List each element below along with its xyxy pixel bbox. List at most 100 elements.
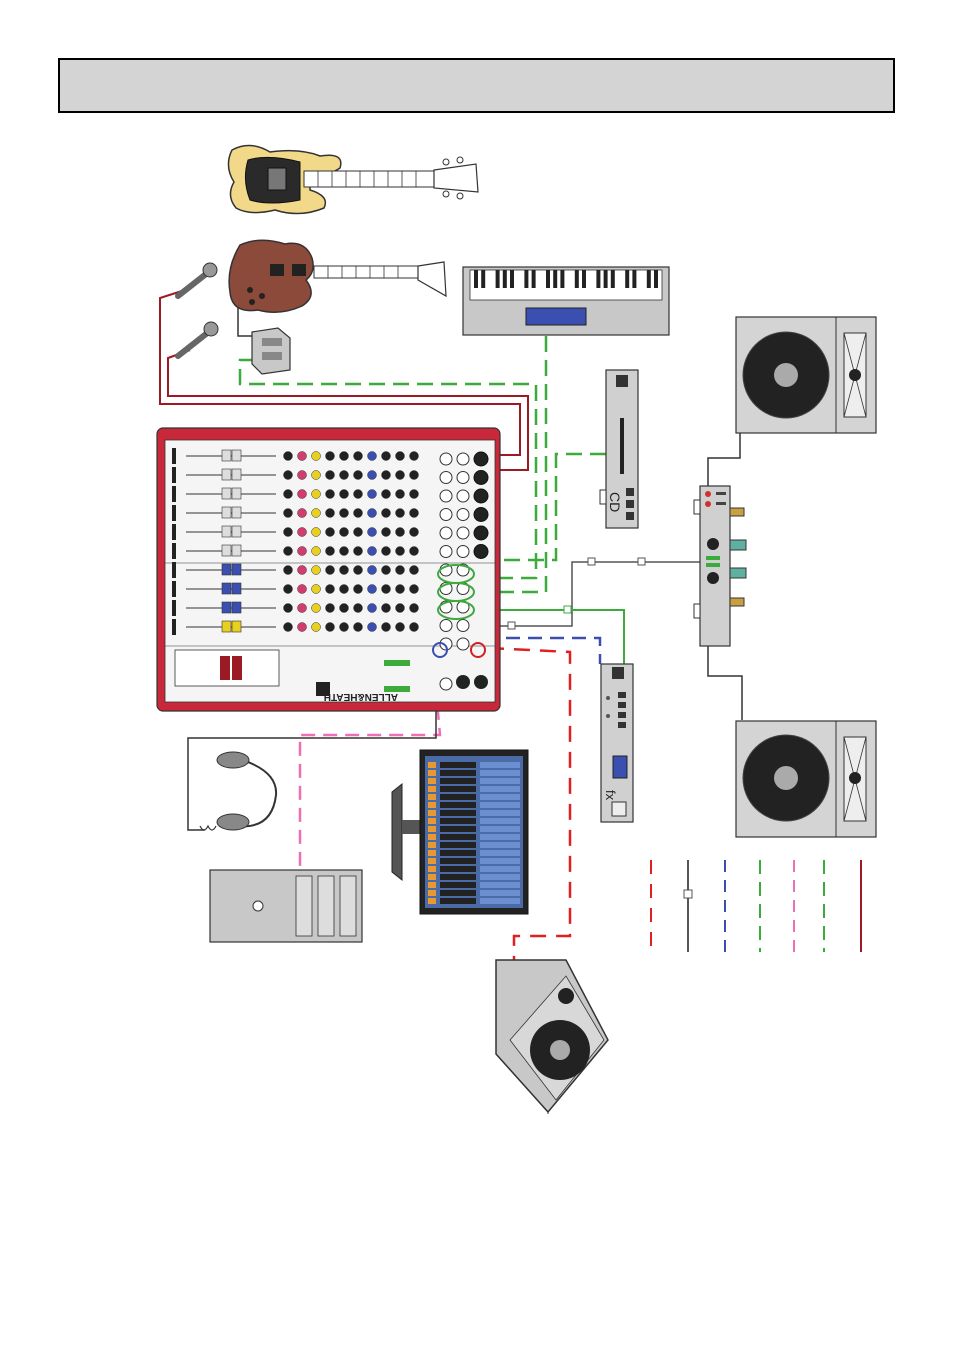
channel-knob[interactable] — [312, 471, 321, 480]
channel-knob[interactable] — [284, 471, 293, 480]
channel-knob[interactable] — [298, 509, 307, 518]
channel-knob[interactable] — [396, 547, 405, 556]
channel-knob[interactable] — [368, 490, 377, 499]
channel-knob[interactable] — [298, 623, 307, 632]
channel-knob[interactable] — [396, 471, 405, 480]
channel-knob[interactable] — [340, 452, 349, 461]
channel-knob[interactable] — [298, 471, 307, 480]
channel-knob[interactable] — [368, 452, 377, 461]
channel-knob[interactable] — [382, 585, 391, 594]
channel-knob[interactable] — [312, 585, 321, 594]
channel-knob[interactable] — [326, 604, 335, 613]
channel-knob[interactable] — [312, 547, 321, 556]
channel-knob[interactable] — [326, 509, 335, 518]
channel-knob[interactable] — [284, 528, 293, 537]
xlr-socket[interactable] — [474, 489, 488, 503]
channel-knob[interactable] — [312, 452, 321, 461]
jack-socket[interactable] — [440, 453, 452, 465]
jack-socket[interactable] — [440, 546, 452, 558]
channel-knob[interactable] — [382, 623, 391, 632]
channel-knob[interactable] — [312, 509, 321, 518]
channel-knob[interactable] — [354, 528, 363, 537]
channel-knob[interactable] — [396, 452, 405, 461]
channel-knob[interactable] — [368, 471, 377, 480]
channel-knob[interactable] — [354, 471, 363, 480]
channel-knob[interactable] — [368, 566, 377, 575]
channel-knob[interactable] — [284, 490, 293, 499]
channel-knob[interactable] — [410, 547, 419, 556]
xlr-socket[interactable] — [474, 452, 488, 466]
channel-knob[interactable] — [326, 585, 335, 594]
channel-knob[interactable] — [354, 509, 363, 518]
channel-knob[interactable] — [340, 604, 349, 613]
channel-knob[interactable] — [354, 623, 363, 632]
channel-knob[interactable] — [298, 585, 307, 594]
channel-knob[interactable] — [298, 528, 307, 537]
channel-knob[interactable] — [312, 623, 321, 632]
channel-knob[interactable] — [382, 471, 391, 480]
channel-knob[interactable] — [410, 471, 419, 480]
channel-knob[interactable] — [396, 623, 405, 632]
channel-knob[interactable] — [326, 528, 335, 537]
channel-knob[interactable] — [298, 566, 307, 575]
channel-knob[interactable] — [312, 490, 321, 499]
xlr-socket[interactable] — [474, 526, 488, 540]
channel-knob[interactable] — [382, 566, 391, 575]
channel-knob[interactable] — [284, 585, 293, 594]
channel-knob[interactable] — [396, 585, 405, 594]
channel-knob[interactable] — [298, 604, 307, 613]
channel-knob[interactable] — [284, 509, 293, 518]
channel-knob[interactable] — [382, 604, 391, 613]
channel-knob[interactable] — [410, 452, 419, 461]
channel-knob[interactable] — [382, 490, 391, 499]
xlr-socket[interactable] — [474, 545, 488, 559]
channel-knob[interactable] — [410, 566, 419, 575]
channel-knob[interactable] — [312, 528, 321, 537]
channel-knob[interactable] — [340, 623, 349, 632]
channel-knob[interactable] — [368, 585, 377, 594]
jack-socket[interactable] — [457, 490, 469, 502]
jack-socket[interactable] — [457, 527, 469, 539]
channel-knob[interactable] — [410, 604, 419, 613]
channel-knob[interactable] — [354, 585, 363, 594]
channel-knob[interactable] — [312, 566, 321, 575]
jack-socket[interactable] — [440, 490, 452, 502]
channel-knob[interactable] — [368, 623, 377, 632]
channel-knob[interactable] — [284, 566, 293, 575]
channel-knob[interactable] — [298, 547, 307, 556]
channel-knob[interactable] — [368, 509, 377, 518]
channel-knob[interactable] — [284, 623, 293, 632]
channel-knob[interactable] — [354, 604, 363, 613]
channel-knob[interactable] — [354, 452, 363, 461]
channel-knob[interactable] — [284, 452, 293, 461]
channel-knob[interactable] — [340, 585, 349, 594]
jack-socket[interactable] — [457, 509, 469, 521]
xlr-socket[interactable] — [474, 508, 488, 522]
channel-knob[interactable] — [298, 452, 307, 461]
channel-knob[interactable] — [326, 547, 335, 556]
channel-knob[interactable] — [410, 509, 419, 518]
channel-knob[interactable] — [382, 509, 391, 518]
jack-socket[interactable] — [440, 472, 452, 484]
channel-knob[interactable] — [326, 452, 335, 461]
channel-knob[interactable] — [410, 528, 419, 537]
jack-socket[interactable] — [457, 638, 469, 650]
channel-knob[interactable] — [410, 623, 419, 632]
jack-socket[interactable] — [457, 453, 469, 465]
jack-socket[interactable] — [457, 546, 469, 558]
channel-knob[interactable] — [340, 490, 349, 499]
channel-knob[interactable] — [326, 623, 335, 632]
channel-knob[interactable] — [382, 528, 391, 537]
channel-knob[interactable] — [354, 490, 363, 499]
channel-knob[interactable] — [340, 547, 349, 556]
channel-knob[interactable] — [284, 604, 293, 613]
channel-knob[interactable] — [326, 490, 335, 499]
jack-socket[interactable] — [457, 620, 469, 632]
channel-knob[interactable] — [396, 490, 405, 499]
channel-knob[interactable] — [382, 547, 391, 556]
jack-socket[interactable] — [440, 527, 452, 539]
channel-knob[interactable] — [396, 509, 405, 518]
channel-knob[interactable] — [396, 528, 405, 537]
channel-knob[interactable] — [298, 490, 307, 499]
channel-knob[interactable] — [354, 547, 363, 556]
